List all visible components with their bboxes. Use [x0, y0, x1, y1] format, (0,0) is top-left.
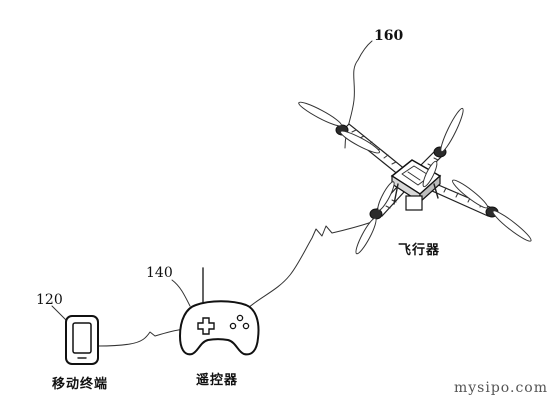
- aircraft-controller-link: [247, 221, 373, 309]
- controller-ref-label: 140: [146, 265, 173, 281]
- quadcopter-drone: [298, 101, 532, 255]
- remote-controller: [178, 300, 260, 356]
- controller-button-left: [229, 322, 237, 330]
- propeller-sw-b: [377, 181, 395, 211]
- controller-mobile-cable: [97, 328, 187, 347]
- mobile-name-label: 移动终端: [52, 376, 108, 392]
- mobile-ref-label: 120: [36, 292, 63, 308]
- controller-button-right: [242, 322, 250, 330]
- propeller-ne-a: [440, 107, 464, 153]
- drone-battery: [405, 195, 423, 211]
- mobile-terminal: [65, 315, 99, 365]
- controller-body: [178, 300, 260, 356]
- propeller-se-b: [492, 210, 532, 242]
- aircraft-ref-label: 160: [374, 28, 403, 44]
- motor-sw: [369, 208, 383, 220]
- watermark: mysipo.com: [454, 380, 548, 396]
- propeller-sw-a: [355, 217, 377, 255]
- propeller-nw-b: [339, 130, 381, 154]
- controller-leader-line: [171, 279, 191, 307]
- controller-button-top: [236, 314, 244, 322]
- controller-dpad-icon: [197, 317, 215, 335]
- aircraft-name-label: 飞行器: [398, 242, 440, 258]
- mobile-leader-line: [51, 305, 67, 321]
- phone-screen: [72, 322, 92, 354]
- propeller-se-a: [451, 179, 489, 209]
- propeller-nw-a: [298, 101, 342, 127]
- controller-name-label: 遥控器: [196, 372, 238, 388]
- connection-lines: [51, 40, 373, 347]
- drone-landing-legs: [393, 183, 439, 205]
- propeller-ne-b: [422, 160, 438, 188]
